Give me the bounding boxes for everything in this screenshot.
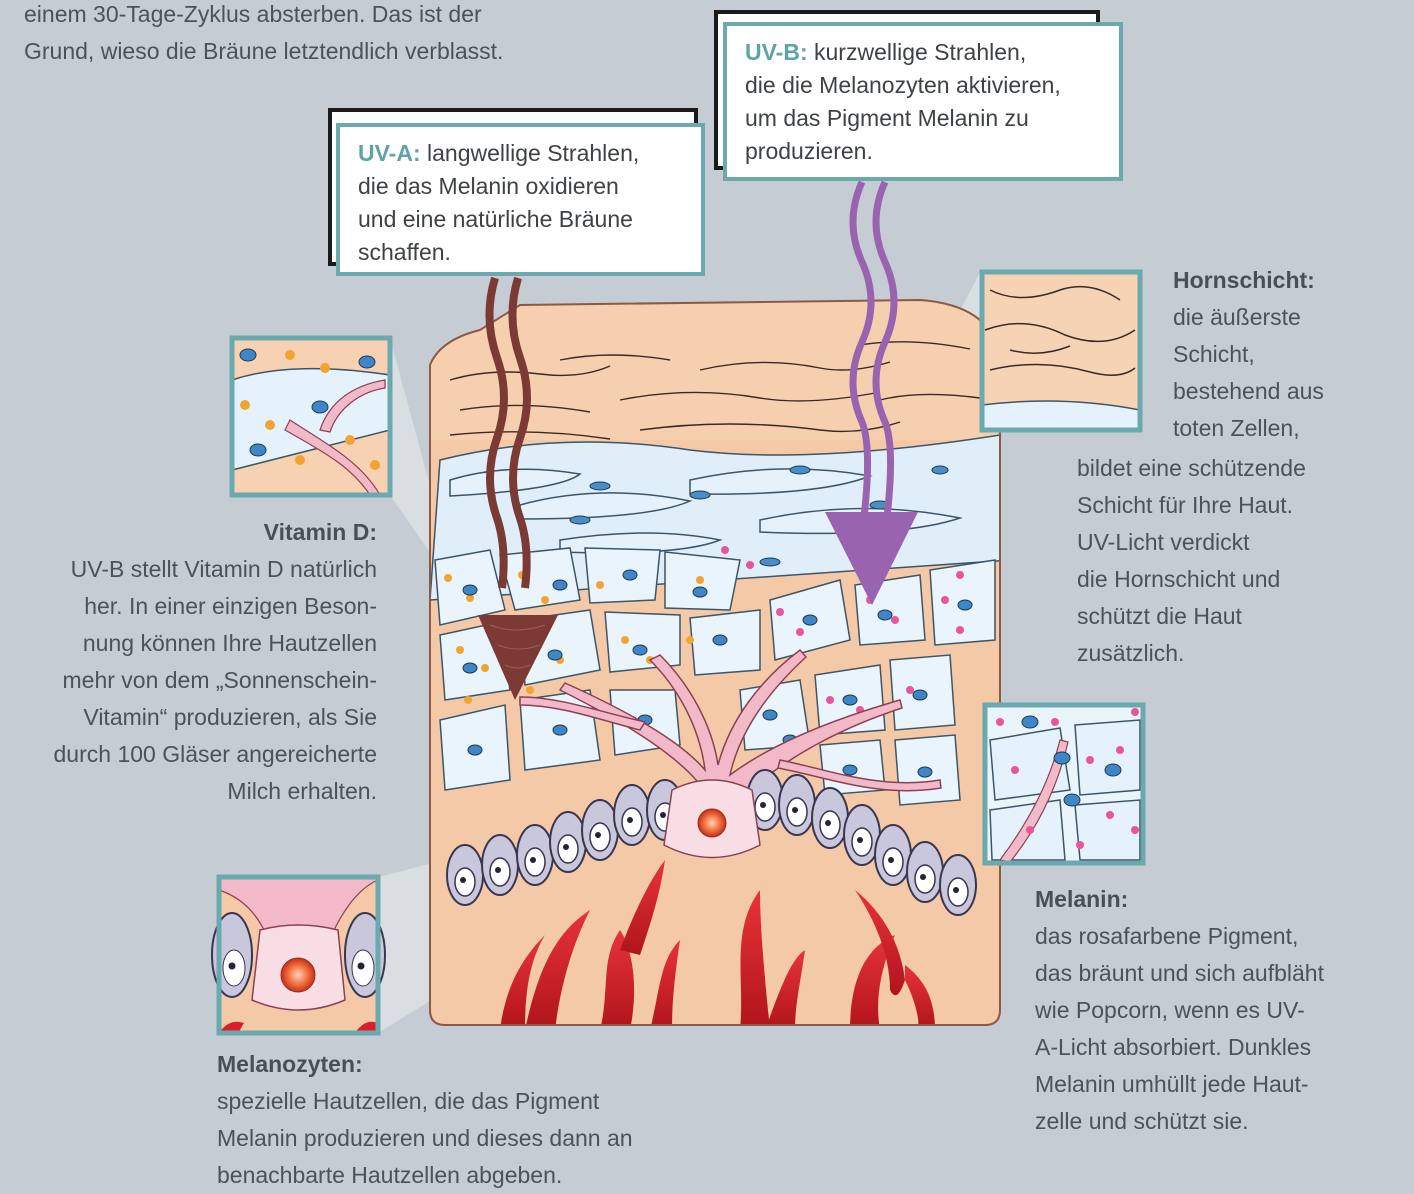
vitamin-d-line-5: Vitamin“ produzieren, als Sie xyxy=(0,699,377,736)
hornschicht-line-2: Schicht, xyxy=(1173,336,1413,373)
uvb-line-3: um das Pigment Melanin zu xyxy=(745,102,1101,135)
melanin-zoom-box xyxy=(985,705,1143,863)
melanin-line-2: das bräunt und sich aufbläht xyxy=(1035,955,1405,992)
uvb-callout: UV-B: kurzwellige Strahlen, die die Mela… xyxy=(723,22,1123,181)
vitamin-d-line-6: durch 100 Gläser angereicherte xyxy=(0,736,377,773)
uva-line-4: schaffen. xyxy=(358,236,683,269)
hornschicht-text-top: Hornschicht: die äußerste Schicht, beste… xyxy=(1173,262,1413,447)
uvb-line-1: kurzwellige Strahlen, xyxy=(808,39,1027,65)
hornschicht-line-10: zusätzlich. xyxy=(1077,635,1407,672)
hornschicht-line-1: die äußerste xyxy=(1173,299,1413,336)
hornschicht-line-3: bestehend aus xyxy=(1173,373,1413,410)
vitamin-d-line-3: nung können Ihre Hautzellen xyxy=(0,625,377,662)
melanin-line-4: A-Licht absorbiert. Dunkles xyxy=(1035,1029,1405,1066)
vitamin-d-text: Vitamin D: UV-B stellt Vitamin D natürli… xyxy=(0,514,377,810)
hornschicht-line-7: UV-Licht verdickt xyxy=(1077,524,1407,561)
vitd-zoom-box xyxy=(232,338,390,495)
vitamin-d-heading: Vitamin D: xyxy=(0,514,377,551)
uva-line-2: die das Melanin oxidieren xyxy=(358,170,683,203)
melanozyten-line-3: benachbarte Hautzellen abgeben. xyxy=(217,1157,737,1194)
hornschicht-heading: Hornschicht: xyxy=(1173,262,1413,299)
uva-line-1: langwellige Strahlen, xyxy=(421,140,640,166)
melanin-heading: Melanin: xyxy=(1035,881,1405,918)
vitamin-d-line-2: her. In einer einzigen Beson- xyxy=(0,588,377,625)
vitamin-d-line-4: mehr von dem „Sonnenschein- xyxy=(0,662,377,699)
melanozyten-line-2: Melanin produzieren und dieses dann an xyxy=(217,1120,737,1157)
vitamin-d-line-7: Milch erhalten. xyxy=(0,773,377,810)
vitamin-d-line-1: UV-B stellt Vitamin D natürlich xyxy=(0,551,377,588)
hornschicht-line-8: die Hornschicht und xyxy=(1077,561,1407,598)
hornschicht-line-6: Schicht für Ihre Haut. xyxy=(1077,487,1407,524)
melanozyten-text: Melanozyten: spezielle Hautzellen, die d… xyxy=(217,1046,737,1194)
uva-line-3: und eine natürliche Bräune xyxy=(358,203,683,236)
melanin-text: Melanin: das rosafarbene Pigment, das br… xyxy=(1035,881,1405,1140)
melanin-line-6: zelle und schützt sie. xyxy=(1035,1103,1405,1140)
melanocyte-zoom-box xyxy=(212,877,385,1033)
uvb-line-2: die die Melanozyten aktivieren, xyxy=(745,69,1101,102)
uvb-line-4: produzieren. xyxy=(745,135,1101,168)
uva-label: UV-A: xyxy=(358,140,421,166)
uva-callout: UV-A: langwellige Strahlen, die das Mela… xyxy=(336,123,705,276)
hornschicht-line-9: schützt die Haut xyxy=(1077,598,1407,635)
hornschicht-line-4: toten Zellen, xyxy=(1173,410,1413,447)
uvb-label: UV-B: xyxy=(745,39,808,65)
melanin-line-3: wie Popcorn, wenn es UV- xyxy=(1035,992,1405,1029)
melanocyte-nucleus xyxy=(698,809,726,837)
melanozyten-line-1: spezielle Hautzellen, die das Pigment xyxy=(217,1083,737,1120)
horn-zoom-box xyxy=(982,272,1140,430)
hornschicht-line-5: bildet eine schützende xyxy=(1077,450,1407,487)
melanin-line-5: Melanin umhüllt jede Haut- xyxy=(1035,1066,1405,1103)
melanozyten-heading: Melanozyten: xyxy=(217,1046,737,1083)
hornschicht-text-bottom: bildet eine schützende Schicht für Ihre … xyxy=(1077,450,1407,672)
melanin-line-1: das rosafarbene Pigment, xyxy=(1035,918,1405,955)
